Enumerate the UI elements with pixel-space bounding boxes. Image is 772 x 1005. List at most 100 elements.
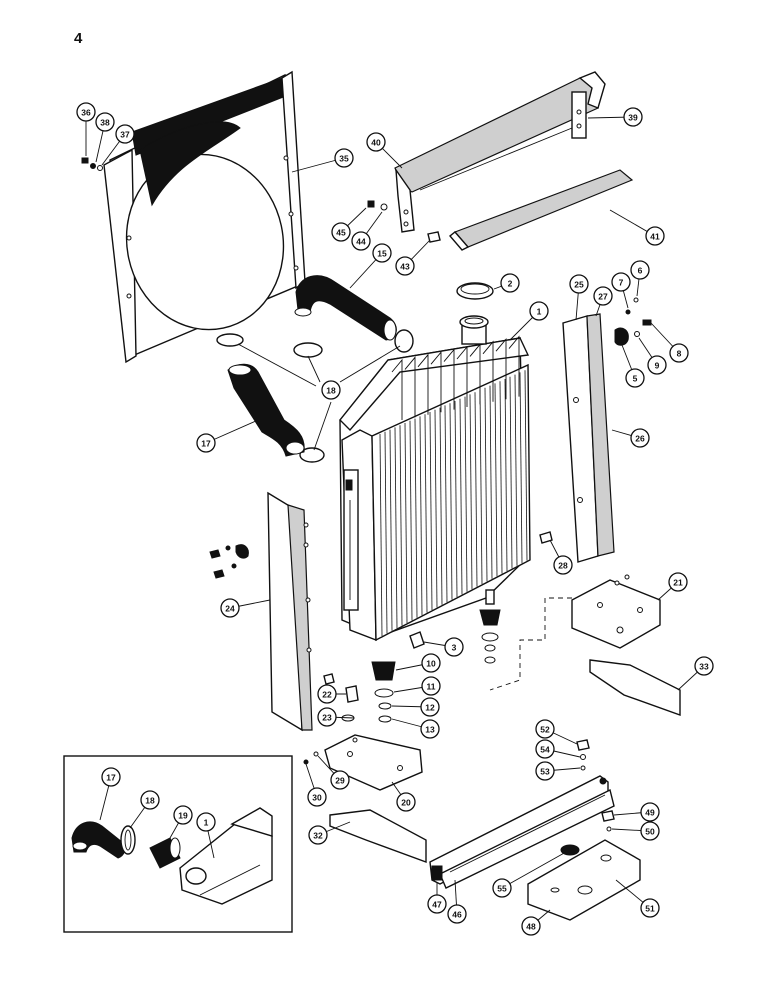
callout-circle bbox=[500, 273, 520, 293]
callout-circle bbox=[694, 656, 714, 676]
callout-circle bbox=[623, 107, 643, 127]
callout-circle bbox=[553, 555, 573, 575]
callout-number: 10 bbox=[426, 659, 436, 669]
radiator-fin bbox=[439, 407, 443, 605]
radiator-fin bbox=[464, 396, 468, 592]
callout-number: 20 bbox=[401, 798, 411, 808]
callout-circle bbox=[669, 343, 689, 363]
callout-circle bbox=[372, 243, 392, 263]
callout-circle bbox=[307, 787, 327, 807]
radiator-tank-rib bbox=[404, 356, 416, 418]
callout-55: 55 bbox=[492, 878, 512, 898]
callout-circle bbox=[421, 653, 441, 673]
callout-number: 32 bbox=[313, 831, 323, 841]
radiator-fin bbox=[429, 411, 433, 611]
callout-circle bbox=[625, 368, 645, 388]
radiator-fin bbox=[474, 392, 478, 587]
callout-number: 50 bbox=[645, 827, 655, 837]
callout-number: 24 bbox=[225, 604, 235, 614]
radiator-tank-rib bbox=[443, 348, 455, 410]
callout-21: 21 bbox=[668, 572, 688, 592]
callout-circle bbox=[535, 719, 555, 739]
callout-circle bbox=[645, 226, 665, 246]
callout-number: 33 bbox=[699, 662, 709, 672]
callout-number: 41 bbox=[650, 232, 660, 242]
callout-circle bbox=[321, 380, 341, 400]
callout-circle bbox=[444, 637, 464, 657]
radiator-fin bbox=[509, 376, 513, 569]
radiator-fin bbox=[434, 409, 438, 608]
left-side-baffle bbox=[209, 491, 313, 732]
callout-32: 32 bbox=[308, 825, 328, 845]
callout-18: 18 bbox=[321, 380, 341, 400]
callout-48: 48 bbox=[521, 916, 541, 936]
callout-number: 43 bbox=[400, 262, 410, 272]
leader-line-18-2 bbox=[339, 345, 401, 383]
callout-26: 26 bbox=[630, 428, 650, 448]
leader-line-18-0 bbox=[237, 343, 317, 387]
callout-circle bbox=[630, 260, 650, 280]
callout-number: 23 bbox=[322, 713, 332, 723]
callout-51: 51 bbox=[640, 898, 660, 918]
radiator-fin bbox=[444, 405, 448, 603]
callout-number: 17 bbox=[201, 439, 211, 449]
callout-number: 13 bbox=[425, 725, 435, 735]
callout-27: 27 bbox=[593, 286, 613, 306]
callout-i19: 19 bbox=[173, 805, 193, 825]
callout-29: 29 bbox=[330, 770, 350, 790]
callout-13: 13 bbox=[420, 719, 440, 739]
callout-50: 50 bbox=[640, 821, 660, 841]
callout-number: 17 bbox=[106, 773, 116, 783]
radiator-fin bbox=[494, 383, 498, 577]
leader-line-18-3 bbox=[313, 401, 332, 451]
lower-radiator-hose bbox=[227, 363, 305, 457]
radiator-fin bbox=[524, 370, 528, 561]
callout-37: 37 bbox=[115, 124, 135, 144]
callout-6: 6 bbox=[630, 260, 650, 280]
callout-25: 25 bbox=[569, 274, 589, 294]
drain-hardware-right bbox=[479, 609, 501, 664]
callout-number: 30 bbox=[312, 793, 322, 803]
leader-line-55 bbox=[501, 851, 567, 889]
radiator-fin bbox=[489, 385, 493, 579]
callout-number: 52 bbox=[540, 725, 550, 735]
callout-circle bbox=[95, 112, 115, 132]
callout-number: 49 bbox=[645, 808, 655, 818]
hose-clamps bbox=[216, 329, 414, 463]
callout-41: 41 bbox=[645, 226, 665, 246]
callout-circle bbox=[420, 697, 440, 717]
callout-circle bbox=[521, 916, 541, 936]
callout-43: 43 bbox=[395, 256, 415, 276]
callout-circle bbox=[668, 572, 688, 592]
radiator-fin bbox=[399, 425, 403, 626]
callout-15: 15 bbox=[372, 243, 392, 263]
rail-plate bbox=[527, 839, 641, 921]
callout-circle bbox=[421, 676, 441, 696]
callout-circle bbox=[529, 301, 549, 321]
callout-circle bbox=[535, 761, 555, 781]
mounting-bracket-right bbox=[489, 574, 661, 691]
shroud-bolt-hardware bbox=[81, 157, 103, 171]
callout-9: 9 bbox=[647, 355, 667, 375]
radiator-cross-rail bbox=[429, 775, 615, 889]
radiator-fin bbox=[469, 394, 473, 590]
callout-circle bbox=[140, 790, 160, 810]
callout-number: 53 bbox=[540, 767, 550, 777]
callout-number: 46 bbox=[452, 910, 462, 920]
upper-radiator-hose bbox=[294, 275, 397, 341]
callout-circle bbox=[447, 904, 467, 924]
radiator-drain-cock bbox=[409, 631, 425, 649]
callout-circle bbox=[317, 684, 337, 704]
radiator-fin bbox=[414, 418, 418, 618]
radiator-fin bbox=[419, 416, 423, 616]
callout-circle bbox=[196, 433, 216, 453]
radiator-fin bbox=[389, 429, 393, 631]
callout-10: 10 bbox=[421, 653, 441, 673]
callout-number: 36 bbox=[81, 108, 91, 118]
callout-circle bbox=[640, 821, 660, 841]
shim-left bbox=[329, 809, 427, 864]
radiator-tank-rib bbox=[508, 335, 520, 397]
radiator-tank-rib bbox=[456, 345, 468, 407]
callout-number: 19 bbox=[178, 811, 188, 821]
radiator-fin bbox=[459, 398, 463, 595]
